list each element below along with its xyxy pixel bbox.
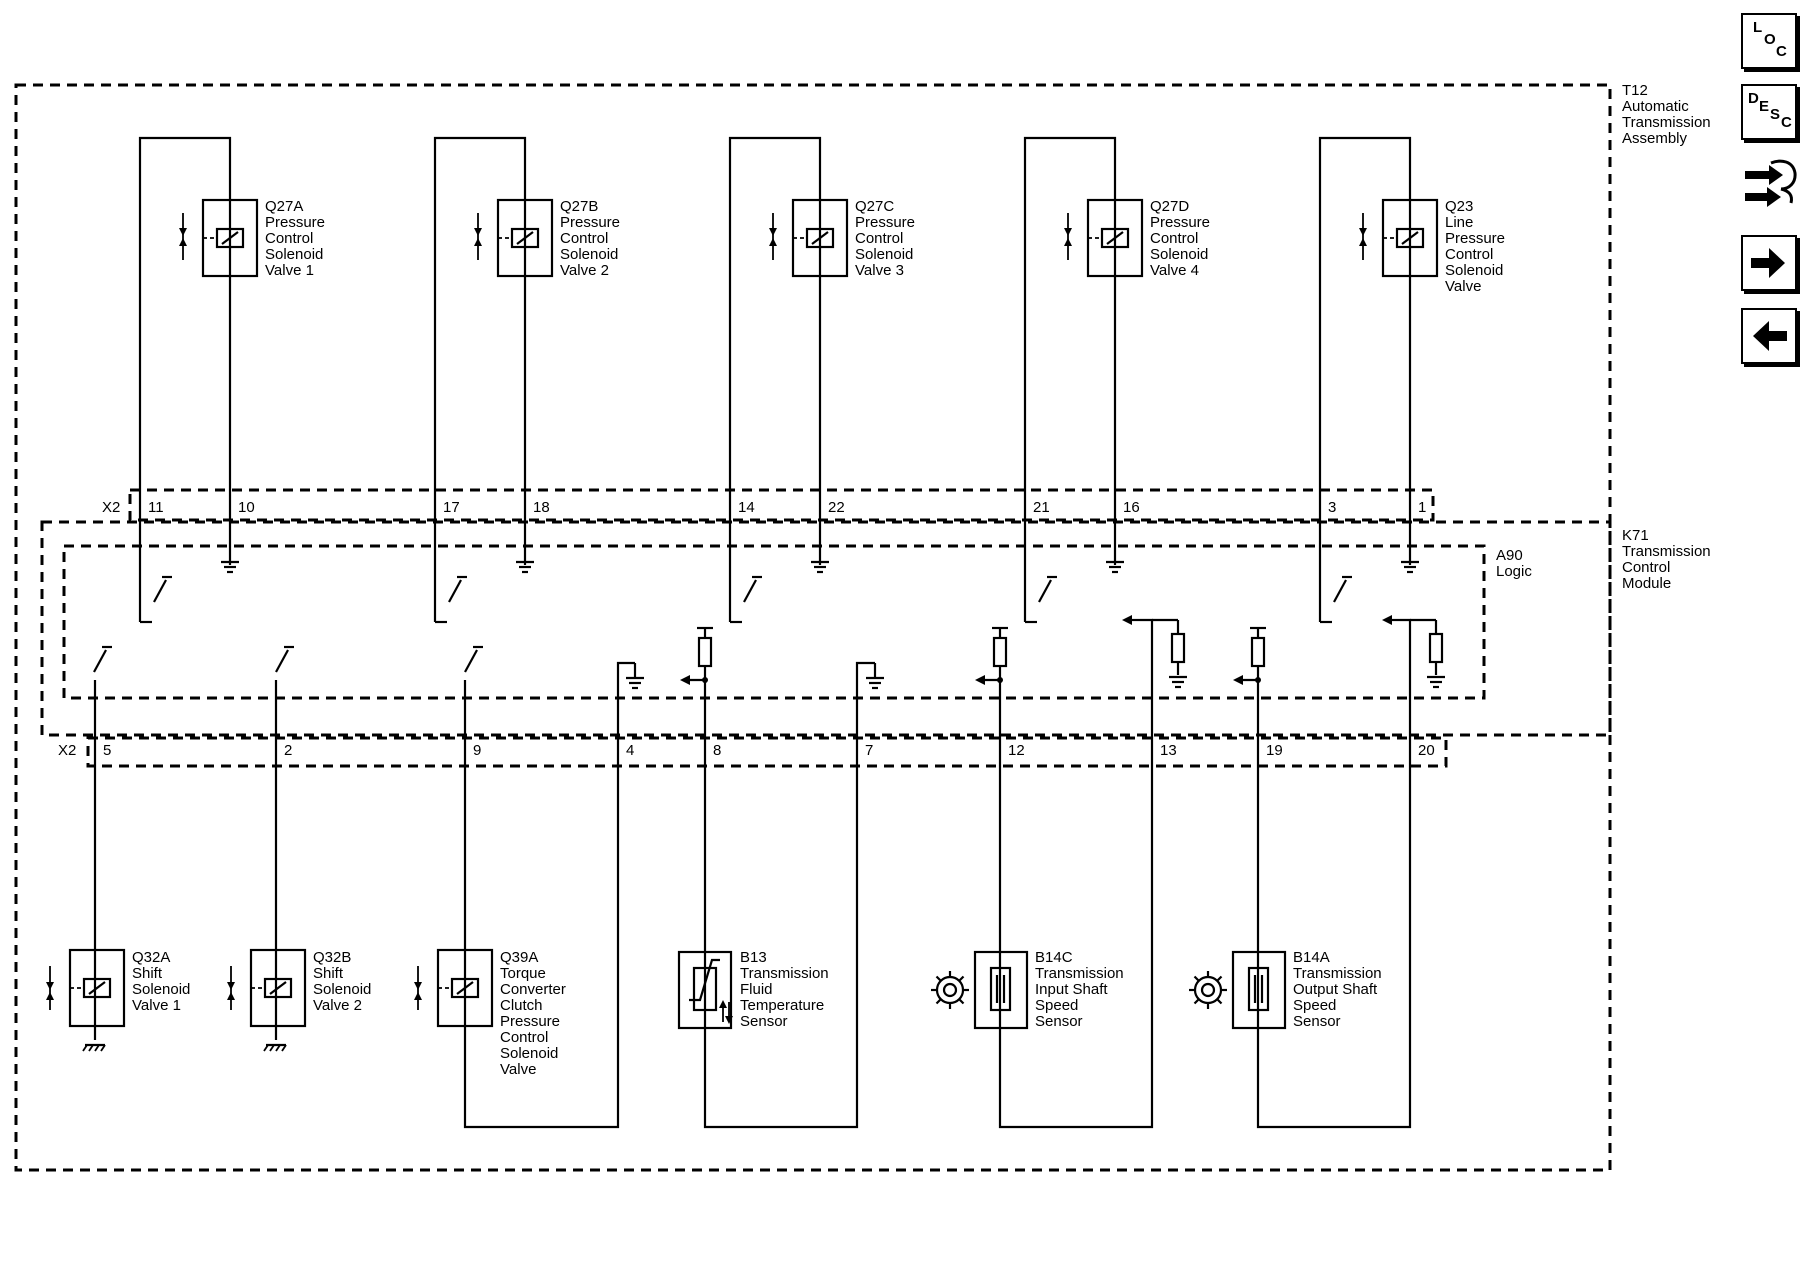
desc-letter: E: [1759, 98, 1770, 115]
connector-x2-upper: [128, 488, 1435, 522]
chassis-ground: [262, 1043, 288, 1053]
gear-icon: [929, 969, 971, 1011]
svg-text:16: 16: [1123, 499, 1140, 516]
svg-text:7: 7: [865, 742, 873, 759]
solenoid-q23: [1357, 198, 1439, 278]
component-label-q27b: Q27B Pressure Control Solenoid Valve 2: [560, 198, 624, 279]
svg-text:12: 12: [1008, 742, 1025, 759]
location-button[interactable]: L O C: [1741, 13, 1797, 69]
svg-text:10: 10: [238, 499, 255, 516]
solenoid-q27c: [767, 198, 849, 278]
svg-text:21: 21: [1033, 499, 1050, 516]
bottom-pin-numbers: 5 2 9 4 8 7 12 13 19 20: [103, 742, 1435, 759]
desc-letter: D: [1748, 90, 1759, 107]
svg-text:20: 20: [1418, 742, 1435, 759]
loc-letter: C: [1776, 43, 1787, 60]
logic-switch: [92, 645, 114, 674]
component-label-q27a: Q27A Pressure Control Solenoid Valve 1: [265, 198, 329, 279]
svg-text:19: 19: [1266, 742, 1283, 759]
arrow-right-icon: [1751, 248, 1785, 278]
loc-letter: O: [1764, 31, 1776, 48]
connector-hand-icon: [1745, 159, 1797, 207]
svg-text:8: 8: [713, 742, 721, 759]
svg-text:14: 14: [738, 499, 755, 516]
logic-boundary: [62, 544, 1486, 700]
signal-ground: [624, 676, 646, 690]
signal-ground: [864, 676, 886, 690]
component-label-q32a: Q32A Shift Solenoid Valve 1: [132, 949, 195, 1014]
svg-text:1: 1: [1418, 499, 1426, 516]
connector-label: X2: [102, 499, 120, 516]
solenoid-q39a: [412, 948, 494, 1028]
svg-text:3: 3: [1328, 499, 1336, 516]
gear-icon: [1187, 969, 1229, 1011]
top-wires: [138, 136, 1412, 622]
component-label-q39a: Q39A Torque Converter Clutch Pressure Co…: [500, 949, 570, 1078]
connector-x2-lower: [86, 736, 1448, 768]
logic-switch: [274, 645, 296, 674]
svg-text:4: 4: [626, 742, 634, 759]
solenoid-q27d: [1062, 198, 1144, 278]
assembly-label: T12 Automatic Transmission Assembly: [1622, 82, 1715, 147]
component-label-q27c: Q27C Pressure Control Solenoid Valve 3: [855, 198, 919, 279]
sensor-inputs: [680, 615, 1447, 689]
logic-label: A90 Logic: [1496, 547, 1532, 580]
connector-label: X2: [58, 742, 76, 759]
component-label-q27d: Q27D Pressure Control Solenoid Valve 4: [1150, 198, 1214, 279]
module-boundary: [40, 520, 1612, 737]
solenoid-q27b: [472, 198, 554, 278]
solenoid-q27a: [177, 198, 259, 278]
module-label: K71 Transmission Control Module: [1622, 527, 1715, 592]
component-label-b14c: B14C Transmission Input Shaft Speed Sens…: [1035, 949, 1128, 1030]
arrow-left-icon: [1753, 321, 1787, 351]
desc-letter: C: [1781, 114, 1792, 131]
svg-text:22: 22: [828, 499, 845, 516]
solenoid-q32a: [44, 948, 126, 1028]
output-speed-sensor-b14a: [1231, 950, 1287, 1030]
input-speed-sensor-b14c: [973, 950, 1029, 1030]
next-page-button[interactable]: [1741, 235, 1797, 291]
svg-text:2: 2: [284, 742, 292, 759]
svg-text:9: 9: [473, 742, 481, 759]
solenoid-q32b: [225, 948, 307, 1028]
temperature-sensor-b13: [677, 950, 733, 1030]
svg-text:18: 18: [533, 499, 550, 516]
description-button[interactable]: D E S C: [1741, 84, 1797, 140]
svg-text:5: 5: [103, 742, 111, 759]
assembly-boundary: [14, 83, 1612, 1172]
component-label-q32b: Q32B Shift Solenoid Valve 2: [313, 949, 376, 1014]
component-label-b13: B13 Transmission Fluid Temperature Senso…: [740, 949, 833, 1030]
logic-switch: [463, 645, 485, 674]
previous-page-button[interactable]: [1741, 308, 1797, 364]
bottom-wires: [93, 618, 1412, 1129]
chassis-ground: [81, 1043, 107, 1053]
svg-text:11: 11: [148, 499, 164, 516]
connector-view-button[interactable]: [1741, 155, 1797, 211]
loc-letter: L: [1753, 19, 1763, 36]
top-switches: [140, 575, 1354, 624]
top-pin-numbers: 11 10 17 18 14 22 21 16 3 1: [148, 499, 1426, 516]
svg-text:17: 17: [443, 499, 460, 516]
svg-text:13: 13: [1160, 742, 1177, 759]
component-label-b14a: B14A Transmission Output Shaft Speed Sen…: [1293, 949, 1386, 1030]
desc-letter: S: [1770, 106, 1781, 123]
component-label-q23: Q23 Line Pressure Control Solenoid Valve: [1445, 198, 1509, 295]
